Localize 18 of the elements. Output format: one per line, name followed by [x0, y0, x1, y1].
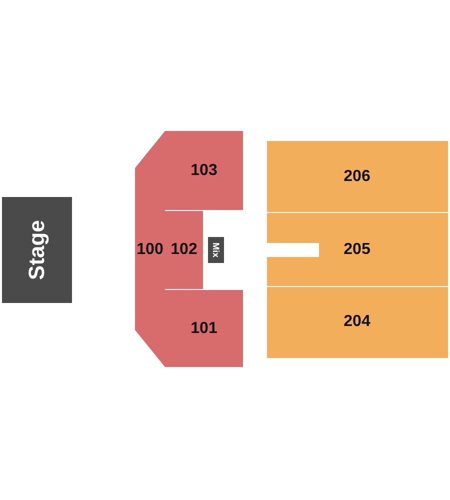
seating-section [267, 141, 448, 212]
seating-section [135, 131, 165, 367]
section-label: 103 [190, 162, 218, 180]
seating-section [165, 290, 243, 367]
section-label: Mix [211, 242, 221, 258]
stage-block [2, 197, 72, 303]
section-label: 101 [190, 320, 218, 338]
section-label: 100 [136, 241, 164, 259]
section-label: 205 [344, 241, 370, 259]
section-label: 206 [344, 168, 370, 186]
section-label: 102 [170, 241, 198, 259]
section-label: Stage [24, 220, 50, 280]
seating-section [267, 287, 448, 358]
seating-section [165, 131, 243, 210]
section-label: 204 [344, 313, 370, 331]
mix-booth [208, 237, 224, 263]
seating-section [267, 213, 448, 286]
seating-section [165, 211, 203, 289]
